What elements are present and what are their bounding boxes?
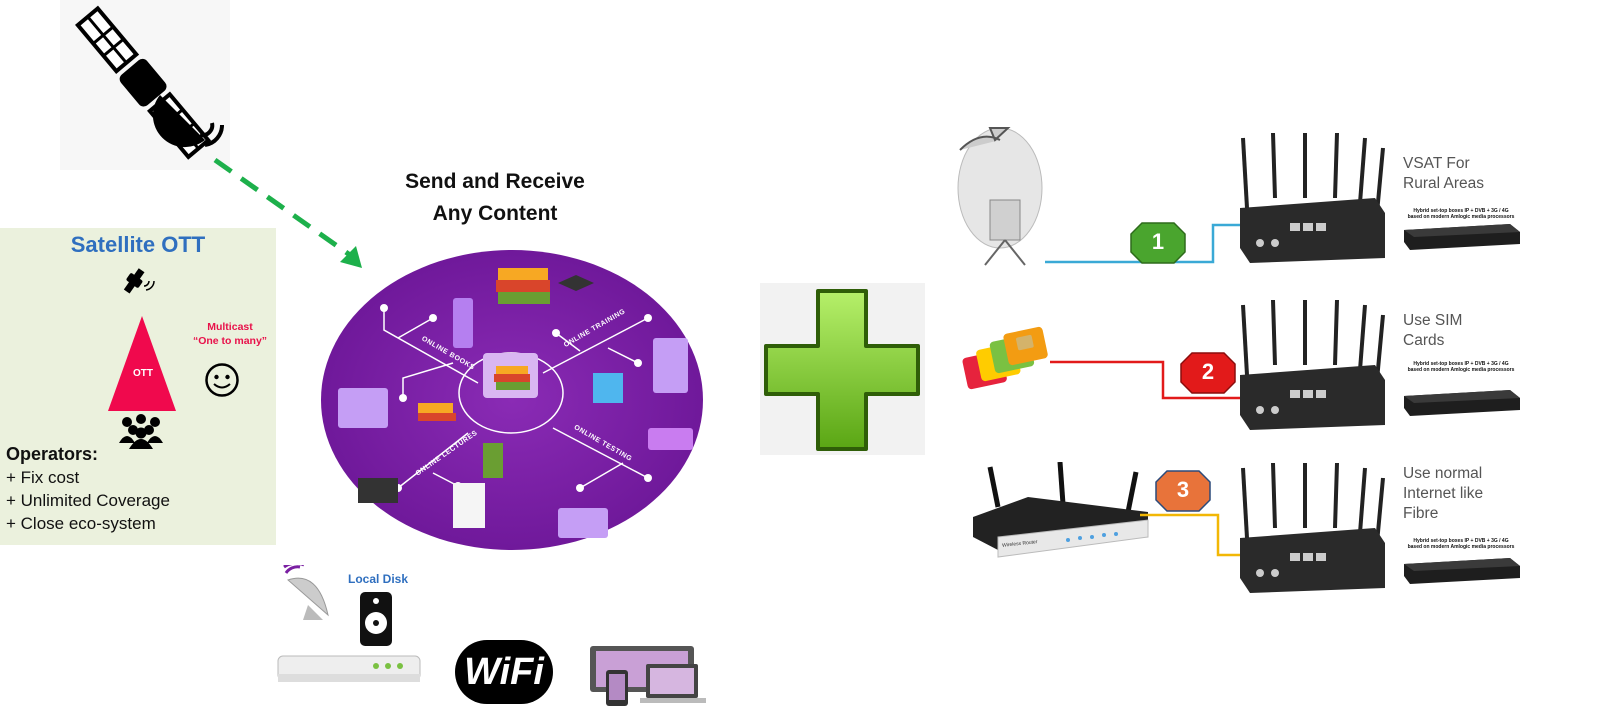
panel-title: Satellite OTT [70,232,206,257]
option-number-2: 2 [1201,359,1215,384]
plus-icon [764,289,920,451]
dashed-arrow [213,157,362,268]
local-disk-label: Local Disk [348,572,409,586]
option-label-2: Use SIM Cards [1403,311,1462,351]
online-content-illustration [321,250,703,550]
center-title: Send and Receive Any Content [370,166,620,230]
lte-router-2 [1240,299,1385,430]
stb-box-3 [1404,558,1520,584]
caption-line: based on modern Amlogic media processors [1407,214,1515,220]
hard-disk-icon [360,592,392,646]
dish-icon [283,565,329,620]
option-badge-2 [1180,352,1236,394]
wireless-router-image [973,462,1149,558]
small-satellite-icon [123,268,155,294]
center-title-line2: Any Content [432,202,558,225]
set-top-box-icon [277,655,421,682]
vsat-dish-image [957,127,1043,266]
stb-box-1 [1404,224,1520,250]
operators-item: + Fix cost [6,468,80,487]
stb-box-2 [1404,390,1520,416]
option-label-line: VSAT For [1403,155,1470,172]
caption-line: Hybrid set-top boxes IP + DVB + 3G / 4G [1413,208,1509,214]
audience-icon [119,414,163,449]
caption-line: based on modern Amlogic media processors [1407,367,1515,373]
operators-heading: Operators: [6,444,99,464]
option-label-3: Use normal Internet like Fibre [1403,464,1483,524]
smiley-icon [205,363,239,397]
lte-router-3 [1240,462,1385,593]
devices-icon [590,646,706,706]
option-label-line: Use SIM [1403,312,1463,329]
caption-line: based on modern Amlogic media processors [1407,544,1515,550]
center-title-line1: Send and Receive [405,170,585,193]
satellite-ott-panel: Satellite OTT OTT Multicast “One to many… [0,228,276,545]
option-label-line: Cards [1403,332,1445,349]
multicast-line1: Multicast [207,321,253,333]
caption-line: Hybrid set-top boxes IP + DVB + 3G / 4G [1413,361,1509,367]
multicast-line2: “One to many” [192,335,268,347]
wifi-logo: WiFi [455,640,553,704]
option-badge-1 [1130,222,1186,264]
option-label-line: Fibre [1403,505,1439,522]
operators-item: + Close eco-system [6,514,156,533]
operators-list: Operators: + Fix cost + Unlimited Covera… [6,443,170,535]
option-label-1: VSAT For Rural Areas [1403,154,1484,194]
option-label-line: Internet like [1403,485,1484,502]
option-label-line: Use normal [1403,465,1483,482]
operators-item: + Unlimited Coverage [6,491,170,510]
option-number-1: 1 [1151,229,1165,254]
option-label-line: Rural Areas [1403,175,1484,192]
satellite-icon [60,0,230,170]
multicast-label: Multicast “One to many” [180,320,280,348]
caption-line: Hybrid set-top boxes IP + DVB + 3G / 4G [1413,538,1509,544]
option-badge-3 [1155,470,1211,512]
ott-triangle [108,316,176,411]
lte-router-1 [1240,132,1385,263]
sim-cards-image [962,326,1048,390]
line-sim [1050,360,1290,400]
ott-label: OTT [133,368,153,379]
option-number-3: 3 [1176,477,1190,502]
